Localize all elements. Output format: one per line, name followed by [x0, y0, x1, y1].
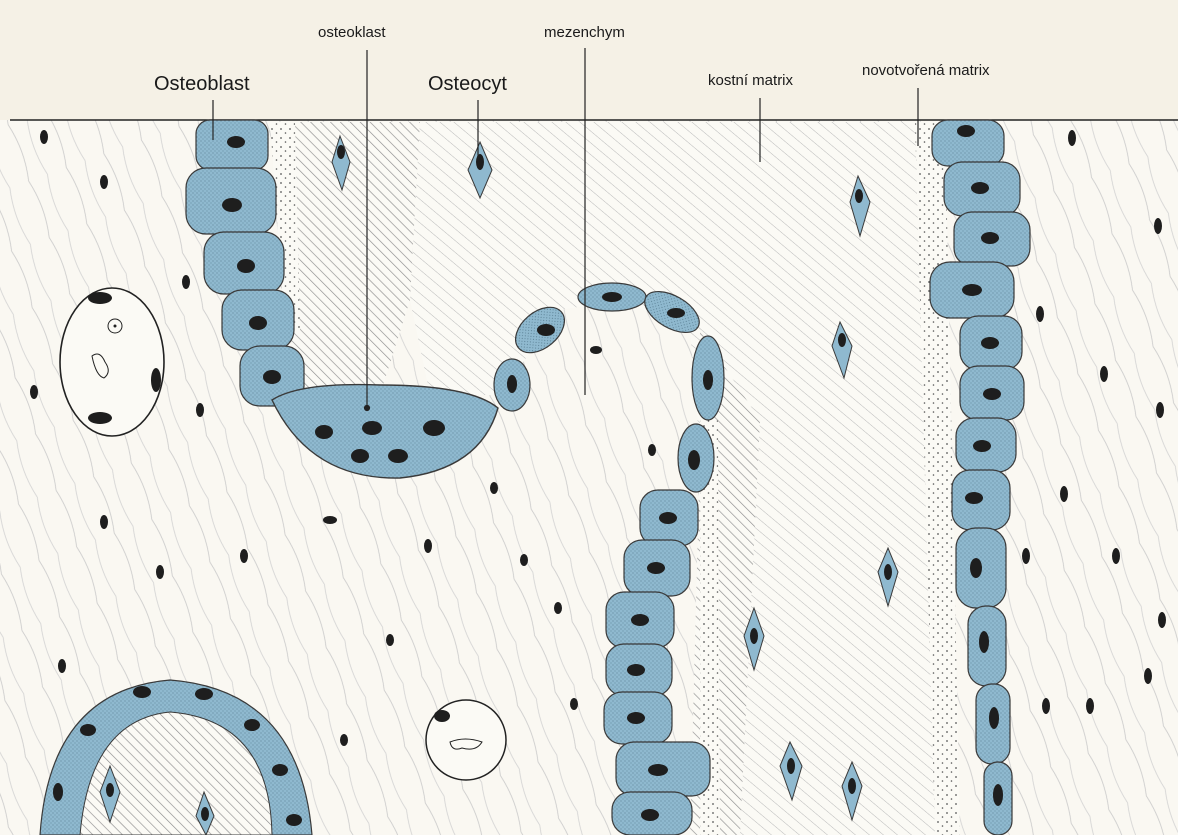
- label-band: [0, 0, 1178, 120]
- blood-vessel-left: [60, 288, 164, 436]
- label-kostni-matrix: kostní matrix: [708, 72, 794, 89]
- label-novotvorena-matrix: novotvořená matrix: [862, 62, 990, 79]
- label-mezenchym: mezenchym: [544, 24, 625, 41]
- label-osteoklast: osteoklast: [318, 24, 386, 41]
- label-osteoblast: Osteoblast: [154, 73, 250, 95]
- blood-vessel-bottom: [426, 700, 506, 780]
- label-osteocyt: Osteocyt: [428, 73, 507, 95]
